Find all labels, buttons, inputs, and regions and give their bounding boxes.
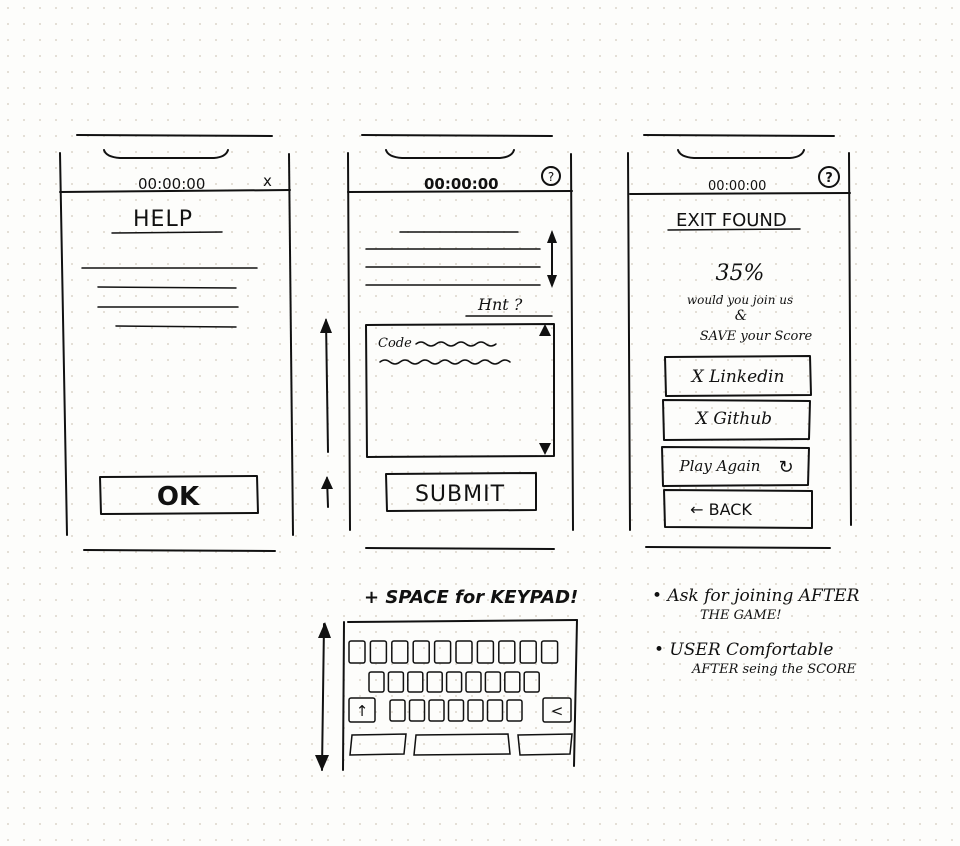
keypad-key[interactable]: [369, 640, 388, 664]
keypad-key[interactable]: [455, 640, 473, 664]
save-score-prompt: SAVE your Score: [700, 329, 813, 344]
play-again-button[interactable]: Play Again ↻: [661, 446, 810, 487]
close-icon[interactable]: x: [263, 172, 272, 190]
keypad-key[interactable]: [540, 640, 559, 664]
hint-label[interactable]: Hnt ?: [477, 295, 523, 314]
shift-icon: ↑: [356, 702, 369, 720]
ok-button[interactable]: OK: [99, 475, 259, 515]
keypad-sketch: + SPACE for KEYPAD! ↑ <: [315, 587, 578, 771]
keypad-key[interactable]: [348, 640, 366, 664]
note-comfortable-line1: • USER Comfortable: [654, 640, 833, 660]
help-text-line: [97, 286, 237, 289]
linkedin-button[interactable]: X Linkedin: [664, 355, 812, 397]
keypad-key[interactable]: [433, 640, 452, 664]
keypad-key[interactable]: [389, 699, 406, 722]
keypad-key[interactable]: [476, 640, 495, 664]
scroll-arrow: [320, 318, 333, 508]
help-title: HELP: [133, 207, 193, 232]
note-join-after-line2: THE GAME!: [700, 608, 781, 623]
keypad-row: [389, 699, 523, 722]
shift-key[interactable]: ↑: [348, 697, 376, 723]
back-button-label: ← BACK: [690, 500, 752, 519]
keypad-key[interactable]: [465, 671, 482, 693]
keypad-row: [368, 671, 540, 693]
join-prompt-ampersand: &: [735, 308, 747, 324]
github-button-label: X Github: [694, 409, 772, 429]
help-icon[interactable]: ?: [825, 171, 833, 186]
keypad-key[interactable]: [486, 699, 504, 722]
github-button[interactable]: X Github: [662, 399, 811, 441]
score-value: 35%: [716, 261, 765, 286]
design-notes: • Ask for joining AFTER THE GAME! • USER…: [652, 586, 860, 677]
keypad-key[interactable]: [519, 640, 537, 664]
keypad-key[interactable]: [506, 699, 523, 722]
join-prompt: would you join us: [687, 293, 793, 307]
keypad-key[interactable]: [445, 671, 463, 693]
exit-screen: 00:00:00 ? EXIT FOUND 35% would you join…: [627, 134, 852, 549]
help-text-line: [115, 325, 237, 328]
note-comfortable-line2: AFTER seing the SCORE: [691, 662, 857, 677]
keypad-key[interactable]: [523, 671, 540, 693]
backspace-key[interactable]: <: [542, 697, 572, 723]
keypad-key[interactable]: [498, 640, 516, 664]
help-timer: 00:00:00: [138, 175, 205, 193]
submit-button-label: SUBMIT: [415, 482, 505, 507]
keypad-key[interactable]: [484, 671, 502, 693]
keypad-key[interactable]: [428, 699, 445, 722]
keypad-key[interactable]: [408, 699, 426, 722]
keypad-row: [348, 640, 559, 664]
note-join-after-line1: • Ask for joining AFTER: [652, 586, 860, 606]
submit-button[interactable]: SUBMIT: [385, 472, 537, 512]
replay-icon: ↻: [778, 457, 793, 478]
keypad-key[interactable]: [504, 671, 521, 693]
help-icon[interactable]: ?: [548, 170, 554, 184]
keypad-key[interactable]: [467, 699, 484, 722]
code-screen: 00:00:00 ? Hnt ? Code SUBMIT: [347, 134, 574, 550]
clue-scroll-arrow: [547, 230, 557, 288]
play-again-label: Play Again: [679, 457, 761, 475]
space-key[interactable]: [413, 733, 511, 756]
keypad-scroll-arrow: [315, 622, 331, 771]
backspace-icon: <: [551, 702, 564, 720]
code-input-label: Code: [378, 336, 412, 351]
keypad-bottom-key[interactable]: [349, 733, 407, 756]
keypad-key[interactable]: [412, 640, 430, 664]
keypad-key[interactable]: [407, 671, 424, 693]
keypad-key[interactable]: [391, 640, 409, 664]
code-input[interactable]: Code: [365, 323, 555, 458]
back-button[interactable]: ← BACK: [663, 489, 813, 529]
keypad-key[interactable]: [447, 699, 465, 722]
keypad-key[interactable]: [426, 671, 443, 693]
help-screen: 00:00:00 x HELP OK: [59, 134, 294, 552]
ok-button-label: OK: [157, 482, 200, 512]
exit-title: EXIT FOUND: [676, 210, 787, 231]
code-timer: 00:00:00: [424, 175, 499, 193]
keypad-label: + SPACE for KEYPAD!: [364, 587, 578, 608]
keypad-key[interactable]: [387, 671, 405, 693]
keypad-bottom-key[interactable]: [517, 733, 573, 756]
exit-timer: 00:00:00: [708, 179, 766, 194]
keypad-key[interactable]: [368, 671, 385, 693]
linkedin-button-label: X Linkedin: [690, 367, 785, 387]
